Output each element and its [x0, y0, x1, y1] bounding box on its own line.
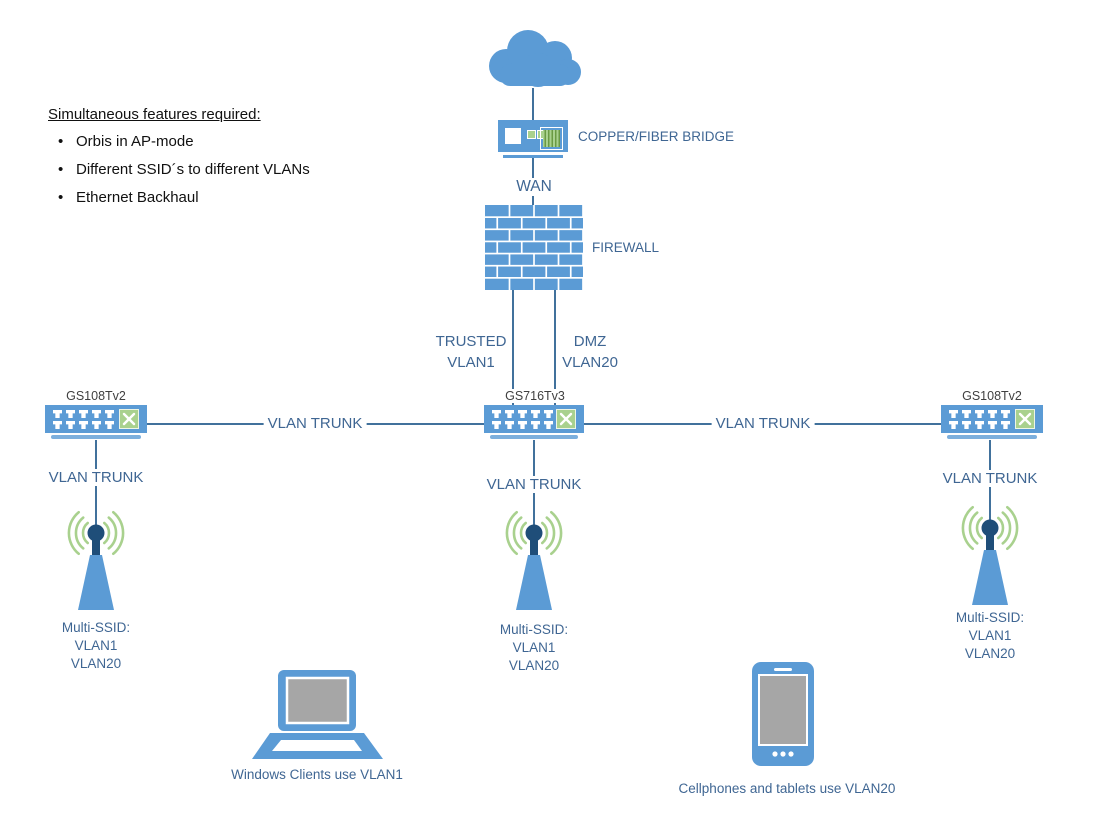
bridge-led	[527, 130, 536, 139]
ethernet-port	[105, 421, 114, 429]
bridge-label: COPPER/FIBER BRIDGE	[578, 129, 735, 144]
switch-name-center: GS716Tv3	[503, 389, 567, 403]
ethernet-port	[505, 421, 514, 429]
ethernet-port	[988, 421, 997, 429]
vlan-trunk-label: VLAN TRUNK	[711, 415, 815, 432]
ap-label-left: Multi-SSID: VLAN1 VLAN20	[61, 620, 131, 671]
dmz-vlan20-label: DMZ VLAN20	[562, 333, 618, 371]
bridge-fiber-port	[540, 127, 563, 150]
ethernet-port	[544, 410, 553, 418]
cloud-icon	[489, 30, 581, 87]
switch-base	[51, 435, 141, 439]
ethernet-port	[518, 421, 527, 429]
ethernet-port	[949, 410, 958, 418]
ethernet-port	[92, 421, 101, 429]
ethernet-port	[53, 421, 62, 429]
wan-label: WAN	[512, 178, 556, 196]
ethernet-port	[975, 410, 984, 418]
access-point-icon-left	[67, 510, 125, 610]
connector-dmz-vlan20	[554, 290, 556, 405]
bridge-icon	[498, 120, 568, 152]
ap-label-right: Multi-SSID: VLAN1 VLAN20	[955, 610, 1025, 661]
ethernet-port	[505, 410, 514, 418]
vlan-trunk-label: VLAN TRUNK	[263, 415, 367, 432]
firewall-icon	[485, 205, 583, 290]
ethernet-port	[66, 410, 75, 418]
ethernet-port	[53, 410, 62, 418]
switch-icon-left	[45, 405, 147, 439]
bridge-base	[503, 155, 563, 158]
switch-base	[947, 435, 1037, 439]
ethernet-port	[975, 421, 984, 429]
vlan-trunk-label: VLAN TRUNK	[44, 469, 148, 486]
ethernet-port	[518, 410, 527, 418]
phone-caption: Cellphones and tablets use VLAN20	[678, 781, 896, 796]
ethernet-port	[66, 421, 75, 429]
access-point-icon-center	[505, 510, 563, 610]
note-bullet: Different SSID´s to different VLANs	[58, 159, 310, 181]
ethernet-port	[79, 421, 88, 429]
ethernet-port	[492, 410, 501, 418]
ethernet-port	[92, 410, 101, 418]
vlan-trunk-label: VLAN TRUNK	[482, 476, 586, 493]
vlan-trunk-label: VLAN TRUNK	[938, 470, 1042, 487]
ethernet-port	[988, 410, 997, 418]
notes-block: Simultaneous features required: Orbis in…	[48, 106, 310, 215]
laptop-caption: Windows Clients use VLAN1	[231, 767, 403, 782]
ethernet-port	[949, 421, 958, 429]
ethernet-port	[962, 421, 971, 429]
note-bullet: Ethernet Backhaul	[58, 187, 310, 209]
ap-label-center: Multi-SSID: VLAN1 VLAN20	[499, 622, 569, 673]
ethernet-port	[1001, 410, 1010, 418]
firewall-label: FIREWALL	[592, 240, 660, 255]
phone-icon	[752, 662, 814, 766]
trusted-vlan1-label: TRUSTED VLAN1	[435, 333, 507, 371]
ethernet-port	[1001, 421, 1010, 429]
bridge-panel	[505, 128, 521, 144]
ethernet-port	[962, 410, 971, 418]
connector-trusted-vlan1	[512, 290, 514, 405]
switch-ports	[53, 410, 114, 429]
ethernet-port	[492, 421, 501, 429]
switch-name-right: GS108Tv2	[960, 389, 1024, 403]
switch-ports	[949, 410, 1010, 429]
laptop-icon	[252, 670, 383, 759]
notes-title: Simultaneous features required:	[48, 106, 261, 123]
crossed-arrows-icon	[1015, 409, 1035, 429]
switch-base	[490, 435, 578, 439]
access-point-icon-right	[961, 505, 1019, 605]
ethernet-port	[531, 410, 540, 418]
switch-ports	[492, 410, 553, 429]
switch-icon-center	[484, 405, 584, 439]
ethernet-port	[544, 421, 553, 429]
crossed-arrows-icon	[119, 409, 139, 429]
switch-name-left: GS108Tv2	[64, 389, 128, 403]
connector-cloud-bridge	[532, 88, 534, 120]
note-bullet: Orbis in AP-mode	[58, 131, 310, 153]
switch-icon-right	[941, 405, 1043, 439]
ethernet-port	[105, 410, 114, 418]
crossed-arrows-icon	[556, 409, 576, 429]
ethernet-port	[79, 410, 88, 418]
ethernet-port	[531, 421, 540, 429]
